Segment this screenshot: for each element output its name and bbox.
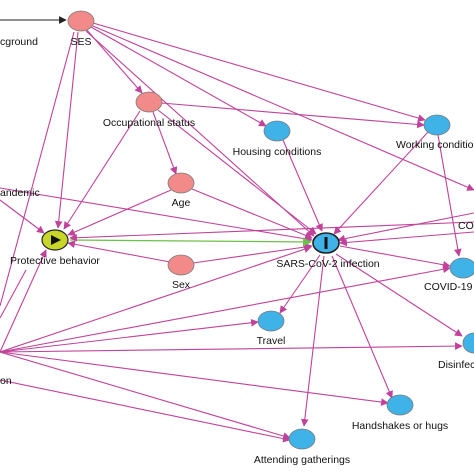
edge-ses-working [92,22,426,122]
edge-left-infection [0,245,312,353]
edge-right1-infection [337,212,474,243]
node-sex-label: Sex [172,279,191,291]
edge-right2-infection [339,231,474,247]
edge-occ-infection [157,109,317,235]
edge-infection-travel [279,254,321,314]
edge-left-gatherings [0,351,291,440]
node-occupational-label: Occupational status [103,117,195,129]
edge-ses-infection [85,30,315,237]
node-travel[interactable] [257,310,285,332]
edge-infection-gatherings [300,255,325,427]
nodes: SES cground Occupational status Housing … [0,10,474,466]
node-age-label: Age [172,197,191,209]
edge-housing-infection [282,139,323,232]
node-gatherings[interactable] [288,428,316,450]
edge-left-disinf [0,342,463,353]
edge-right-protective [69,221,474,242]
edge-infection-covid19 [339,245,451,269]
node-pandemic-label: andemic [0,187,40,199]
edge-sex-protective [67,240,171,263]
node-cov-right-label: CO [458,220,474,232]
node-handshakes[interactable] [386,394,414,416]
node-disinfection[interactable] [462,332,474,354]
node-covid19[interactable] [449,257,474,279]
edge-pandemic-protective [0,199,45,234]
edge-left-protective [0,249,47,353]
node-covid19-label: COVID-19 [424,281,473,293]
edge-pandemic-infection [0,187,313,243]
edge-working-covid19 [437,134,462,257]
node-travel-label: Travel [257,335,286,347]
edge-infection-disinf [335,253,463,337]
node-gatherings-label: Attending gatherings [254,454,350,466]
node-age[interactable] [167,172,195,194]
edge-ses-protective [54,31,79,229]
outcome-icon [324,237,328,249]
node-sex[interactable] [167,254,195,276]
edge-sex-infection [192,243,313,264]
edges [0,16,474,443]
edge-age-protective [67,189,172,236]
node-handshakes-label: Handshakes or hugs [352,420,448,432]
node-housing[interactable] [263,120,291,142]
edge-infection-handshakes [331,255,393,399]
node-working[interactable] [423,114,451,136]
node-ses-label: SES [70,36,91,48]
edge-left-handshakes [0,351,389,406]
play-icon [51,235,61,245]
edge-ses-right [92,25,474,191]
edge-age-infection [191,188,313,239]
node-ses[interactable] [67,10,95,32]
edge-left-covid19 [0,265,451,353]
edge-ses-housing [90,26,267,127]
node-background-label: cground [0,36,38,48]
edge-protective-infection [69,237,312,247]
edge-occ-protective [63,110,141,230]
node-infection-label: SARS-CoV-2 infection [276,258,379,270]
edge-left-up [0,269,27,319]
edge-left-travel [0,318,259,353]
node-occupational[interactable] [135,91,163,113]
edge-ses-left [0,31,75,307]
node-protective-label: Protective behavior [10,255,100,267]
node-disinfection-label: Disinfec [438,359,474,371]
node-working-label: Working conditio [396,139,474,151]
edge-left-gatherings-2 [0,379,291,443]
edge-occ-age [152,111,178,175]
edge-occ-working [160,102,425,129]
edge-working-infection [333,131,429,235]
node-housing-label: Housing conditions [233,146,322,158]
node-left-bottom-label: on [0,375,12,387]
